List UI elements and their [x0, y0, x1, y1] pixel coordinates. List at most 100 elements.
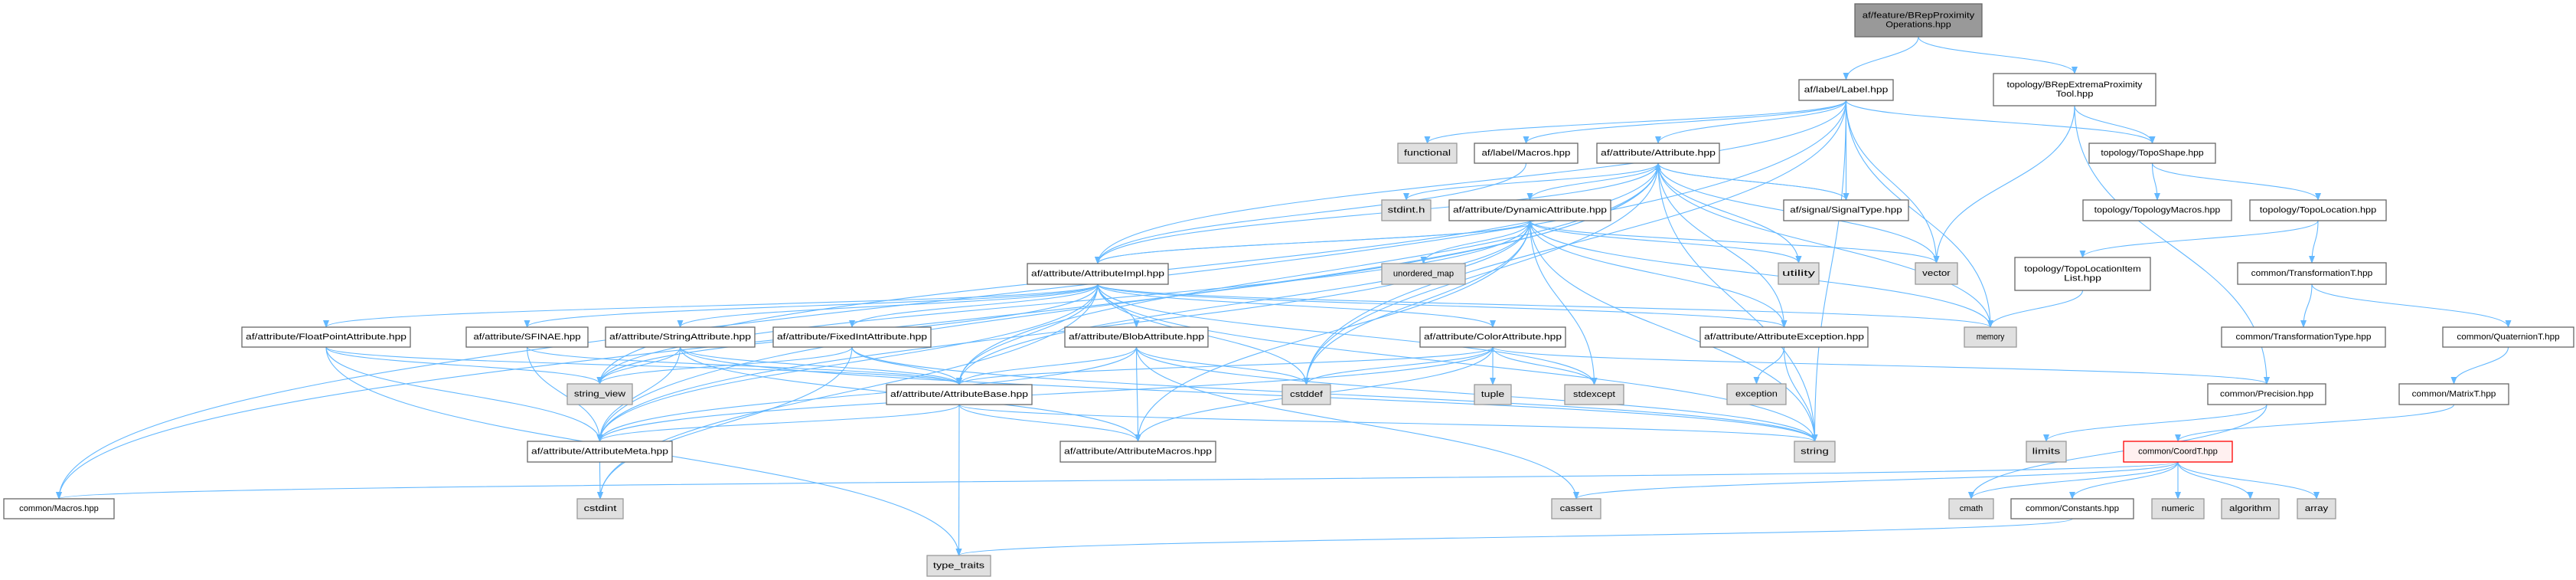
node-dyn-attr[interactable]: af/attribute/DynamicAttribute.hpp	[1448, 199, 1611, 221]
node-type-traits: type_traits	[926, 555, 991, 577]
edge-coord-t-to-constants	[2069, 461, 2179, 500]
edge-attr-impl-to-string	[1097, 283, 1818, 442]
node-label: common/CoordT.hpp	[2138, 447, 2218, 457]
node-attr-meta[interactable]: af/attribute/AttributeMeta.hpp	[527, 441, 673, 463]
node-topo-location[interactable]: topology/TopoLocation.hpp	[2249, 199, 2387, 221]
node-box	[1726, 383, 1787, 405]
node-label-macros[interactable]: af/label/Macros.hpp	[1474, 143, 1579, 164]
node-box	[926, 555, 991, 577]
node-box	[566, 383, 633, 405]
node-box	[241, 326, 411, 348]
node-box	[465, 326, 589, 348]
node-box	[1596, 143, 1720, 164]
node-box	[527, 441, 673, 463]
node-box	[1778, 262, 1820, 285]
node-box	[1564, 384, 1624, 405]
edge-color-attr-to-attr-base	[956, 346, 1494, 385]
node-box	[1551, 498, 1601, 519]
node-label: af/label/Macros.hpp	[1482, 149, 1571, 158]
node-constants[interactable]: common/Constants.hpp	[2010, 498, 2134, 519]
edge-label-macros-to-attr-impl	[1095, 162, 1527, 264]
node-label[interactable]: af/label/Label.hpp	[1798, 79, 1894, 101]
node-attribute[interactable]: af/attribute/Attribute.hpp	[1596, 143, 1720, 164]
node-label: af/attribute/AttributeMeta.hpp	[531, 447, 668, 457]
node-topo-shape[interactable]: topology/TopoShape.hpp	[2088, 143, 2216, 164]
node-box	[2026, 441, 2067, 463]
edge-attr-impl-to-float-point	[323, 283, 1099, 328]
edge-label-to-attribute	[1655, 100, 1847, 144]
edge-attr-exception-to-string	[1783, 346, 1818, 442]
node-label: limits	[2032, 447, 2061, 457]
edge-float-point-to-string-view	[325, 346, 603, 385]
node-common-macros[interactable]: common/Macros.hpp	[3, 498, 115, 519]
node-topo-macros[interactable]: topology/TopologyMacros.hpp	[2082, 199, 2232, 221]
edge-color-attr-to-attr-meta	[596, 346, 1494, 442]
node-box	[2221, 326, 2386, 348]
node-label: af/attribute/DynamicAttribute.hpp	[1453, 206, 1607, 215]
edge-dyn-attr-to-unordered-map	[1420, 220, 1531, 264]
node-coord-t[interactable]: common/CoordT.hpp	[2123, 441, 2233, 463]
node-attr-base[interactable]: af/attribute/AttributeBase.hpp	[886, 384, 1033, 405]
edge-dyn-attr-to-stdexcept	[1529, 220, 1598, 385]
edge-attr-impl-to-attr-exception	[1097, 283, 1788, 328]
node-precision[interactable]: common/Precision.hpp	[2207, 383, 2326, 405]
node-box	[2082, 199, 2232, 221]
edge-attribute-to-stdinth	[1403, 162, 1659, 201]
node-quaternion-t[interactable]: common/QuaternionT.hpp	[2442, 326, 2574, 348]
node-box	[1474, 143, 1579, 164]
node-label: vector	[1922, 269, 1951, 278]
node-attr-exception[interactable]: af/attribute/AttributeException.hpp	[1699, 326, 1869, 348]
edge-label-to-functional	[1424, 100, 1847, 144]
edge-attr-base-to-attr-macros	[958, 404, 1141, 442]
node-box	[2151, 498, 2205, 519]
node-transformation-type[interactable]: common/TransformationType.hpp	[2221, 326, 2386, 348]
node-box	[2442, 326, 2574, 348]
node-label: stdint.h	[1388, 206, 1425, 215]
node-box	[1281, 384, 1331, 405]
node-fixed-int[interactable]: af/attribute/FixedIntAttribute.hpp	[772, 326, 932, 348]
node-box	[1699, 326, 1869, 348]
node-cmath: cmath	[1948, 498, 1994, 519]
node-color-attr[interactable]: af/attribute/ColorAttribute.hpp	[1419, 326, 1566, 348]
edge-sfinae-to-attr-base	[526, 346, 962, 385]
node-matrix-t[interactable]: common/MatrixT.hpp	[2398, 383, 2509, 405]
node-label: cstddef	[1290, 390, 1324, 399]
node-attr-macros[interactable]: af/attribute/AttributeMacros.hpp	[1059, 441, 1216, 463]
edge-label-to-vector	[1845, 100, 1940, 264]
node-signal-type[interactable]: af/signal/SignalType.hpp	[1783, 199, 1909, 221]
node-label: topology/TopoLocation.hpp	[2260, 206, 2377, 215]
edge-topo-shape-to-topo-macros	[2151, 162, 2160, 201]
edge-coord-t-to-array	[2177, 461, 2320, 500]
node-label: algorithm	[2229, 504, 2271, 513]
edge-attr-meta-to-cstdint	[596, 461, 603, 500]
edge-color-attr-to-precision	[1492, 346, 2270, 385]
node-label: string	[1801, 447, 1829, 457]
node-label: cstdint	[584, 504, 617, 513]
node-box	[3, 498, 115, 519]
node-unordered-map: unordered_map	[1381, 263, 1466, 285]
edge-dyn-attr-to-string-view	[596, 220, 1531, 385]
node-string-attr[interactable]: af/attribute/StringAttribute.hpp	[605, 326, 756, 348]
edge-attr-impl-to-sfinae	[524, 283, 1099, 328]
node-attr-impl[interactable]: af/attribute/AttributeImpl.hpp	[1027, 263, 1169, 285]
edge-coord-t-to-cmath	[1968, 461, 2179, 500]
edge-attribute-to-memory	[1657, 162, 1993, 328]
edge-attr-impl-to-memory	[1097, 283, 1993, 328]
edge-sfinae-to-attr-meta	[526, 346, 603, 442]
node-box	[1993, 73, 2156, 106]
edge-root-to-brep-tool	[1918, 36, 2078, 74]
node-label: af/attribute/AttributeException.hpp	[1704, 333, 1864, 342]
node-box	[1397, 143, 1458, 164]
node-float-point[interactable]: af/attribute/FloatPointAttribute.hpp	[241, 326, 411, 348]
node-box	[2249, 199, 2387, 221]
node-blob-attr[interactable]: af/attribute/BlobAttribute.hpp	[1064, 326, 1209, 348]
edge-topo-location-to-transformation-t	[2309, 220, 2319, 264]
edge-label-to-string	[1811, 100, 1847, 442]
node-transformation-t[interactable]: common/TransformationT.hpp	[2237, 262, 2387, 285]
node-sfinae[interactable]: af/attribute/SFINAE.hpp	[465, 326, 589, 348]
edge-precision-to-cmath	[1968, 404, 2267, 500]
